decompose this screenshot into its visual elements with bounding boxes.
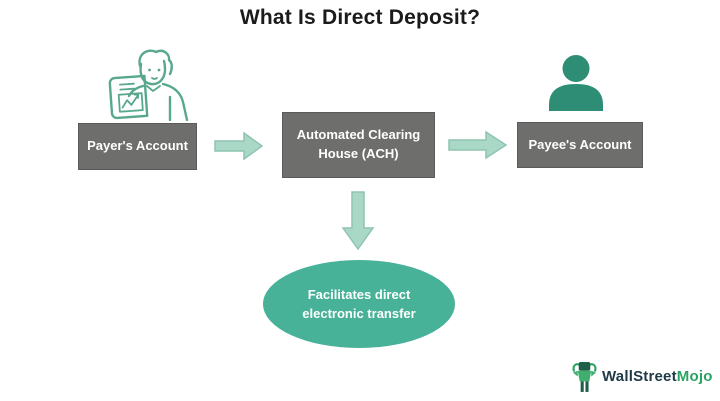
page-title: What Is Direct Deposit? [239,6,481,29]
node-outcome-ellipse: Facilitates direct electronic transfer [263,260,455,348]
payee-person-icon [547,55,605,111]
payer-account-label: Payer's Account [87,138,188,154]
ach-label: Automated Clearing House (ACH) [296,127,421,161]
arrow-right-icon [214,128,264,164]
outcome-label: Facilitates direct electronic transfer [302,286,416,322]
wallstreetmojo-logo: WallStreetMojo [571,358,713,395]
logo-text-mojo: Mojo [676,368,713,385]
arrow-right-icon [448,127,508,163]
payer-person-icon [102,43,194,122]
logo-text-wallstreet: WallStreet [602,368,677,385]
node-payees-account: Payee's Account [517,122,643,168]
logo-wordmark: WallStreetMojo [602,368,713,385]
node-ach: Automated Clearing House (ACH) [282,112,435,178]
payee-account-label: Payee's Account [528,136,632,152]
bull-logo-icon [572,362,597,392]
node-payers-account: Payer's Account [78,123,197,170]
arrow-down-icon [341,191,375,251]
